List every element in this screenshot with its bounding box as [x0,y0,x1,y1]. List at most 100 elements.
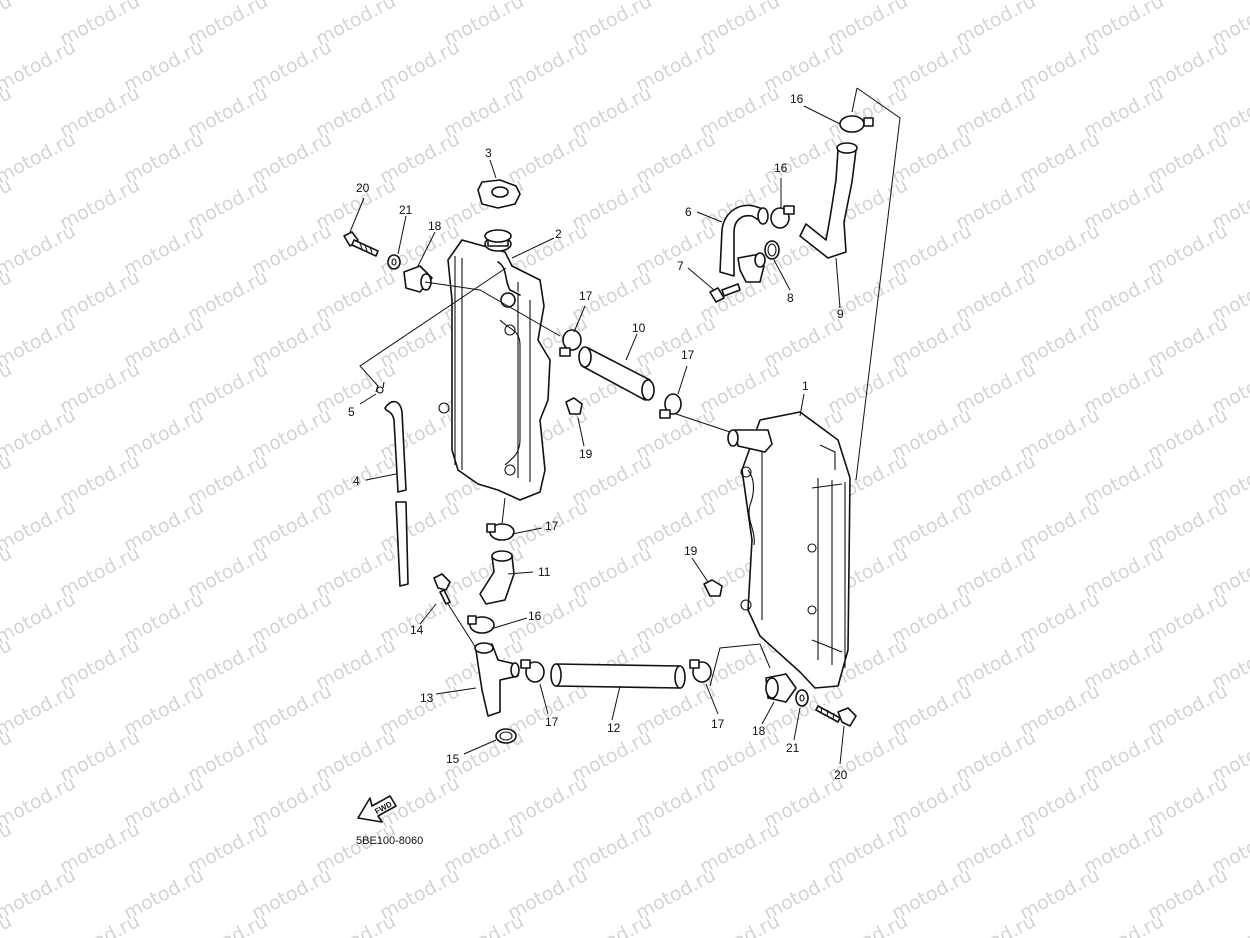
callout-16c: 16 [528,609,542,623]
clamp-16c [839,115,874,133]
hose-6 [719,204,769,277]
callout-3: 3 [485,146,492,160]
watermark-text: motod.ru [0,680,79,740]
watermark-text: motod.ru [0,864,79,924]
callout-10: 10 [632,321,646,335]
watermark-text: motod.ru [0,82,15,142]
joint-13 [474,642,520,717]
callout-12: 12 [607,721,621,735]
watermark-text: motod.ru [568,910,655,938]
watermark-text: motod.ru [0,312,79,372]
callout-13: 13 [420,691,434,705]
callout-21a: 21 [399,203,413,217]
callout-17c: 17 [545,519,559,533]
callout-18b: 18 [752,724,766,738]
damper-right [765,673,797,703]
watermark-text: motod.ru [0,174,15,234]
watermark-text: motod.ru [0,0,15,50]
clamp-17b [659,393,682,419]
right-radiator [727,411,851,689]
callout-17b: 17 [681,348,695,362]
o-ring-8 [764,240,780,260]
callout-16a: 16 [790,92,804,106]
callout-17e: 17 [711,717,725,731]
watermark-text: motod.ru [312,910,399,938]
callout-19b: 19 [684,544,698,558]
watermark-text: motod.ru [0,450,15,510]
collar-19b [703,579,723,597]
callout-21b: 21 [786,741,800,755]
callout-9: 9 [837,307,844,321]
watermark-text: motod.ru [0,772,79,832]
watermark-text: motod.ru [1080,910,1167,938]
callout-11: 11 [538,565,551,579]
damper-left [403,265,433,293]
callout-2: 2 [555,227,562,241]
watermark-text: motod.ru [0,634,15,694]
watermark-text: motod.ru [440,910,527,938]
collar-19a [565,397,583,415]
watermark-text: motod.ru [0,128,79,188]
watermark-text: motod.ru [184,910,271,938]
watermark-text: motod.ru [952,910,1039,938]
watermark-text: motod.ru [0,36,79,96]
diagram-code: 5BE100-8060 [356,835,423,847]
hose-9 [799,142,858,259]
callout-4: 4 [353,474,360,488]
callout-18a: 18 [428,219,442,233]
callout-7: 7 [677,259,684,273]
callout-1: 1 [802,379,809,393]
callout-14: 14 [410,623,424,637]
watermark-text: motod.ru [0,404,79,464]
callout-15: 15 [446,752,460,766]
o-ring-15 [495,728,517,744]
watermark-text: motod.ru [0,496,79,556]
watermark-text: motod.ru [0,818,15,878]
callout-6: 6 [685,205,692,219]
callout-17d: 17 [545,715,559,729]
clamp-17c [486,523,515,541]
callout-labels: 1 2 3 4 5 6 7 8 9 10 11 12 13 14 15 16 1… [348,92,848,782]
watermark-text: motod.ru [0,542,15,602]
washer-right [795,689,809,707]
callout-16b: 16 [774,161,788,175]
callout-8: 8 [787,291,794,305]
hose-12 [550,663,686,689]
callout-20a: 20 [356,181,370,195]
callout-19a: 19 [579,447,593,461]
watermark-text: motod.ru [0,358,15,418]
watermark-text: motod.ru [0,220,79,280]
radiator-cap [477,179,521,209]
bolt-7 [709,283,741,303]
joint-pipe [737,252,766,283]
watermark-text: motod.ru [0,726,15,786]
clip-5 [375,381,385,394]
watermark-text: motod.ru [0,588,79,648]
connection-lines [359,87,901,687]
callout-20b: 20 [834,768,848,782]
washer-left [387,254,401,270]
clamp-17d [520,659,545,683]
clamp-16a [467,615,495,634]
watermark-text: motod.ru [56,910,143,938]
bolt-right [815,705,857,727]
callout-leaders [349,105,845,765]
watermark-text: motod.ru [1208,910,1250,938]
clamp-17e [689,659,712,683]
clamp-17a [559,329,582,357]
callout-5: 5 [348,405,355,419]
left-radiator [438,229,551,501]
bolt-left [343,231,379,257]
watermark-text: motod.ru [0,266,15,326]
hose-11 [479,550,515,605]
hose-10 [578,346,655,401]
clamp-16b [770,205,795,229]
watermark-text: motod.ru [824,910,911,938]
callout-17a: 17 [579,289,593,303]
overflow-hose [384,400,409,587]
bolt-14 [433,573,451,605]
watermark-text: motod.ru [696,910,783,938]
